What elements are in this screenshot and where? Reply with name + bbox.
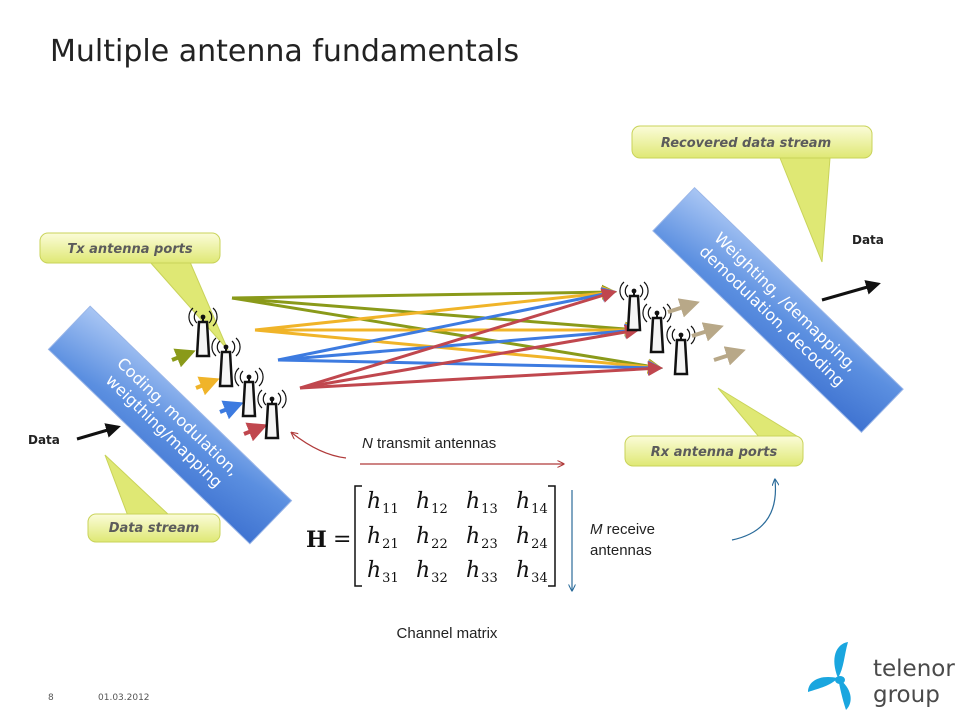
tx-antenna-2-icon [210, 336, 242, 388]
path-t4-r3 [299, 361, 663, 390]
path-t3-r3 [277, 358, 663, 376]
n-transmit-pointer [292, 433, 347, 459]
callout-recovered: Recovered data stream [631, 125, 873, 263]
matrix-entry: h21 [367, 524, 399, 552]
matrix-entry: h32 [416, 558, 448, 586]
path-t4-r2 [299, 324, 640, 390]
tx-antenna-3-icon [233, 366, 265, 418]
matrix-entry: h13 [466, 489, 498, 517]
rx-antennas [618, 280, 697, 376]
m-receive-annotation: M receive antennas [572, 480, 775, 590]
page-number: 8 [48, 693, 54, 703]
callout-rx-ports-label: Rx antenna ports [651, 445, 778, 460]
rx-antenna-1-icon [618, 280, 650, 332]
n-transmit-annotation: N transmit antennas [292, 433, 563, 464]
m-receive-label-line1: M receive [590, 521, 655, 538]
rx-processing-block: Weighting, /demapping, demodulation, dec… [652, 186, 904, 434]
channel-matrix: H = h11 h12 h13 h14 h21 h22 h23 h24 h31 h32 h33 h34 [306, 485, 556, 587]
callout-tx-ports-label: Tx antenna ports [67, 242, 193, 257]
data-input: Data [28, 423, 121, 447]
callout-data-stream: Data stream [87, 454, 221, 543]
channel-paths [231, 284, 663, 390]
path-t2-r3 [254, 328, 663, 375]
matrix-entry: h14 [516, 489, 548, 517]
telenor-logo: telenor group [808, 642, 955, 710]
matrix-entry: h23 [466, 524, 498, 552]
footer-date: 01.03.2012 [98, 693, 150, 703]
path-t1-r3 [231, 296, 663, 374]
path-t3-r1 [277, 287, 617, 362]
data-input-arrow [76, 423, 121, 441]
tx-port-arrows [171, 348, 268, 442]
page-title: Multiple antenna fundamentals [50, 34, 520, 69]
matrix-entry: h33 [466, 558, 498, 586]
tx-antenna-4-icon [256, 388, 288, 440]
path-t1-r2 [231, 296, 640, 337]
matrix-entry: h12 [416, 489, 448, 517]
matrix-entry: h31 [367, 558, 399, 586]
matrix-right-bracket [548, 485, 556, 587]
matrix-symbol: H [306, 527, 327, 553]
callout-recovered-label: Recovered data stream [661, 136, 831, 151]
n-transmit-label: N transmit antennas [362, 435, 496, 452]
rx-antenna-2-icon [641, 302, 673, 354]
rx-antenna-3-icon [665, 324, 697, 376]
path-t1-r1 [231, 284, 617, 300]
path-t4-r1 [299, 288, 617, 390]
matrix-entry: h24 [516, 524, 548, 552]
rx-port-arrows [667, 298, 746, 366]
matrix-equals: = [333, 527, 351, 552]
m-receive-pointer [731, 480, 775, 541]
data-output: Data [821, 233, 884, 302]
logo-text-group: group [873, 682, 940, 708]
path-t2-r1 [254, 285, 617, 332]
matrix-entry: h22 [416, 524, 448, 552]
telenor-propeller-icon [808, 642, 851, 710]
m-receive-label-line2: antennas [590, 542, 652, 559]
path-t3-r2 [277, 323, 640, 362]
data-output-label: Data [852, 233, 884, 247]
matrix-entry: h34 [516, 558, 548, 586]
matrix-entry: h11 [367, 489, 399, 517]
data-output-arrow [821, 280, 881, 302]
data-input-label: Data [28, 433, 60, 447]
callout-rx-ports: Rx antenna ports [624, 387, 804, 467]
tx-processing-block: Coding, modulation, weigthing/mapping [47, 305, 293, 545]
channel-matrix-caption: Channel matrix [397, 625, 498, 642]
logo-text-telenor: telenor [873, 656, 955, 682]
matrix-left-bracket [354, 485, 362, 587]
callout-data-stream-label: Data stream [109, 521, 200, 536]
